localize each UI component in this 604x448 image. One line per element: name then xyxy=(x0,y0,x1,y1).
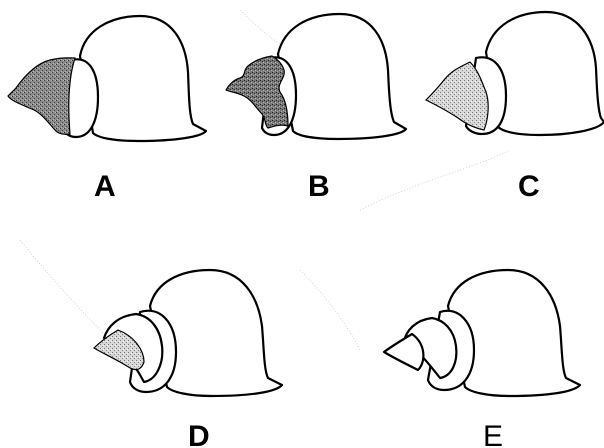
panel-b xyxy=(226,14,406,139)
panel-c xyxy=(426,12,604,135)
label-e: E xyxy=(483,420,503,448)
shell-body-a xyxy=(80,16,206,141)
label-d: D xyxy=(188,420,210,448)
tissue-a xyxy=(8,58,75,135)
tissue-b xyxy=(226,56,288,128)
panel-a xyxy=(8,16,206,141)
label-b: B xyxy=(308,170,330,203)
shell-body-b xyxy=(278,14,406,139)
panel-d xyxy=(94,270,282,396)
label-c: C xyxy=(518,170,540,203)
panel-e xyxy=(384,270,580,396)
label-a: A xyxy=(94,170,116,203)
apex-e xyxy=(384,334,423,370)
